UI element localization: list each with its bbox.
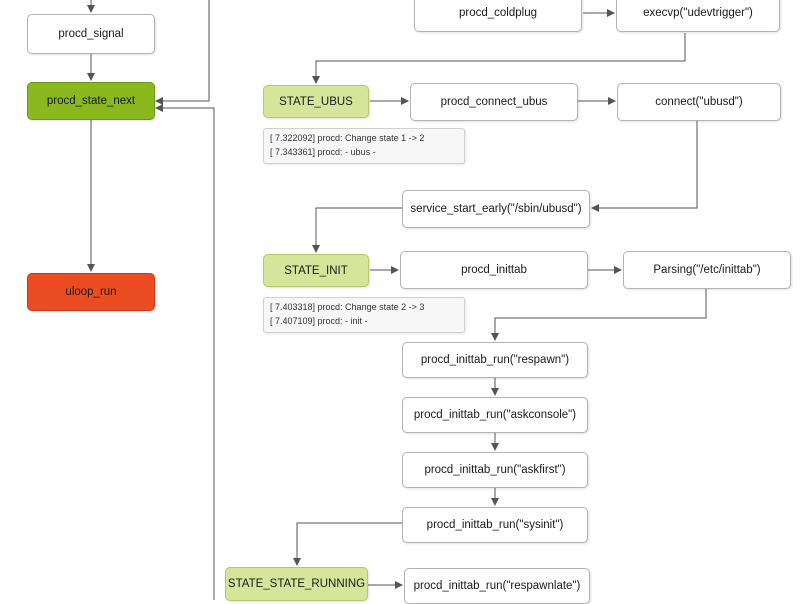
node-procd-coldplug: procd_coldplug — [414, 0, 582, 32]
log-line: [ 7.407109] procd: - init - — [270, 316, 368, 326]
node-run-askfirst: procd_inittab_run("askfirst") — [402, 452, 588, 488]
log-line: [ 7.343361] procd: - ubus - — [270, 147, 376, 157]
edge-sysinit-to-running — [293, 522, 402, 566]
edge-running-to-state-next — [155, 104, 215, 600]
log-line: [ 7.322092] procd: Change state 1 -> 2 — [270, 133, 425, 143]
edge-loop-return — [155, 0, 210, 105]
node-state-init: STATE_INIT — [263, 254, 369, 287]
node-procd-signal: procd_signal — [27, 14, 155, 54]
log-ubus: [ 7.322092] procd: Change state 1 -> 2 [… — [263, 128, 465, 164]
edge-connectubusd-to-service — [591, 121, 698, 212]
node-parsing-inittab: Parsing("/etc/inittab") — [623, 251, 791, 289]
node-procd-inittab: procd_inittab — [400, 251, 588, 289]
edge-service-to-init — [312, 207, 402, 253]
node-procd-state-next: procd_state_next — [27, 82, 155, 120]
node-service-start-early: service_start_early("/sbin/ubusd") — [402, 190, 590, 228]
node-execvp-udevtrigger: execvp("udevtrigger") — [616, 0, 780, 32]
node-run-respawn: procd_inittab_run("respawn") — [402, 342, 588, 378]
node-connect-ubusd: connect("ubusd") — [617, 83, 781, 121]
node-state-running: STATE_STATE_RUNNING — [225, 567, 368, 601]
edge-parsing-to-respawn — [491, 288, 707, 341]
node-procd-connect-ubus: procd_connect_ubus — [410, 83, 578, 121]
node-run-respawnlate: procd_inittab_run("respawnlate") — [404, 568, 590, 604]
edge-execvp-to-ubus — [312, 33, 686, 84]
log-line: [ 7.403318] procd: Change state 2 -> 3 — [270, 302, 425, 312]
log-init: [ 7.403318] procd: Change state 2 -> 3 [… — [263, 297, 465, 333]
node-uloop-run: uloop_run — [27, 273, 155, 311]
node-state-ubus: STATE_UBUS — [263, 85, 369, 118]
node-run-sysinit: procd_inittab_run("sysinit") — [402, 507, 588, 543]
node-run-askconsole: procd_inittab_run("askconsole") — [402, 397, 588, 433]
